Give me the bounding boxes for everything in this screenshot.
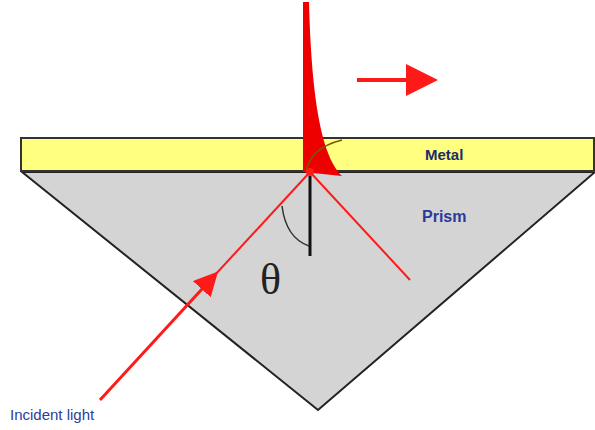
prism-outline <box>20 172 595 412</box>
incident-ray <box>100 276 214 400</box>
label-holder: Incident light <box>10 406 94 424</box>
beam-label: Incident light <box>10 407 94 424</box>
part-name: Prism <box>422 208 466 226</box>
angle-symbol: θ <box>260 256 281 304</box>
part-name: Metal <box>425 146 463 163</box>
prism: Prism <box>20 172 595 412</box>
metal-fill <box>20 137 595 172</box>
reflection-point <box>306 168 314 176</box>
propagation-arrow <box>357 78 430 82</box>
label-holder: θ <box>260 256 281 304</box>
metal-layer: Metal <box>20 137 595 172</box>
surface-normal <box>309 176 312 256</box>
